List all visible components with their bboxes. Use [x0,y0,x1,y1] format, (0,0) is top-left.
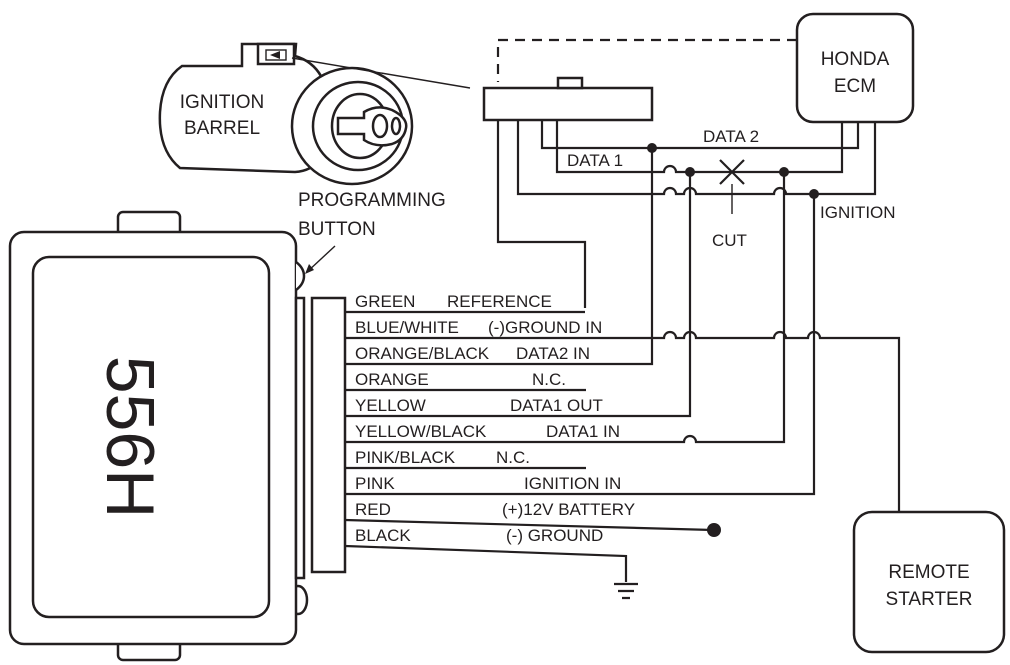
cut-mark [719,159,745,214]
harness-color-label: ORANGE/BLACK [355,344,490,363]
harness-function-label: (-)GROUND IN [488,318,602,337]
module-model-label: 556H [92,356,168,519]
immobilizer-leader-line [291,57,471,89]
harness-color-label: BLACK [355,526,411,545]
ignition-label: IGNITION [820,203,896,222]
vehicle-data2-wire [540,120,860,150]
harness-wires [344,148,901,582]
harness-color-label: YELLOW/BLACK [355,422,487,441]
harness-function-label: N.C. [532,370,566,389]
harness-function-label: DATA1 OUT [510,396,603,415]
harness-function-label: N.C. [496,448,530,467]
immobilizer-leader-arrowhead [270,51,280,59]
vehicle-data1-wire [555,120,844,174]
cut-label: CUT [712,231,747,250]
data1-label: DATA 1 [567,151,623,170]
harness-color-label: YELLOW [355,396,426,415]
harness-color-label: GREEN [355,292,415,311]
dashed-link [496,38,797,82]
harness-function-label: DATA1 IN [546,422,620,441]
ignition-barrel: IGNITION BARREL [158,42,414,186]
remote-starter-label: REMOTE [888,562,969,583]
harness-function-label: REFERENCE [447,292,552,311]
ecm-label: HONDA [821,49,890,70]
battery-terminal-dot [707,523,721,537]
programming-button-label-2: BUTTON [298,219,376,240]
ground-symbol [614,582,638,600]
harness-color-label: BLUE/WHITE [355,318,459,337]
remote-starter-box: REMOTE STARTER [852,510,1006,654]
data2-label: DATA 2 [703,127,759,146]
harness-labels: GREEN REFERENCE BLUE/WHITE (-)GROUND IN … [355,292,635,545]
remote-starter-label-2: STARTER [886,589,973,610]
honda-ecm-box: HONDA ECM [795,12,915,124]
ignition-barrel-label-2: BARREL [184,118,260,139]
harness-color-label: PINK [355,474,395,493]
green-reference-route [496,120,587,308]
programming-button-arrowhead [305,264,314,274]
harness-color-label: PINK/BLACK [355,448,456,467]
ecm-label-2: ECM [834,76,876,97]
harness-function-label: DATA2 IN [516,344,590,363]
harness-function-label: (-) GROUND [506,526,603,545]
immobilizer-connector [482,76,654,122]
harness-color-label: ORANGE [355,370,429,389]
programming-button-label: PROGRAMMING [298,190,446,211]
module-556h: 556H [8,210,347,662]
harness-function-label: IGNITION IN [524,474,621,493]
ignition-barrel-label: IGNITION [180,92,264,113]
harness-color-label: RED [355,500,391,519]
harness-function-label: (+)12V BATTERY [502,500,635,519]
